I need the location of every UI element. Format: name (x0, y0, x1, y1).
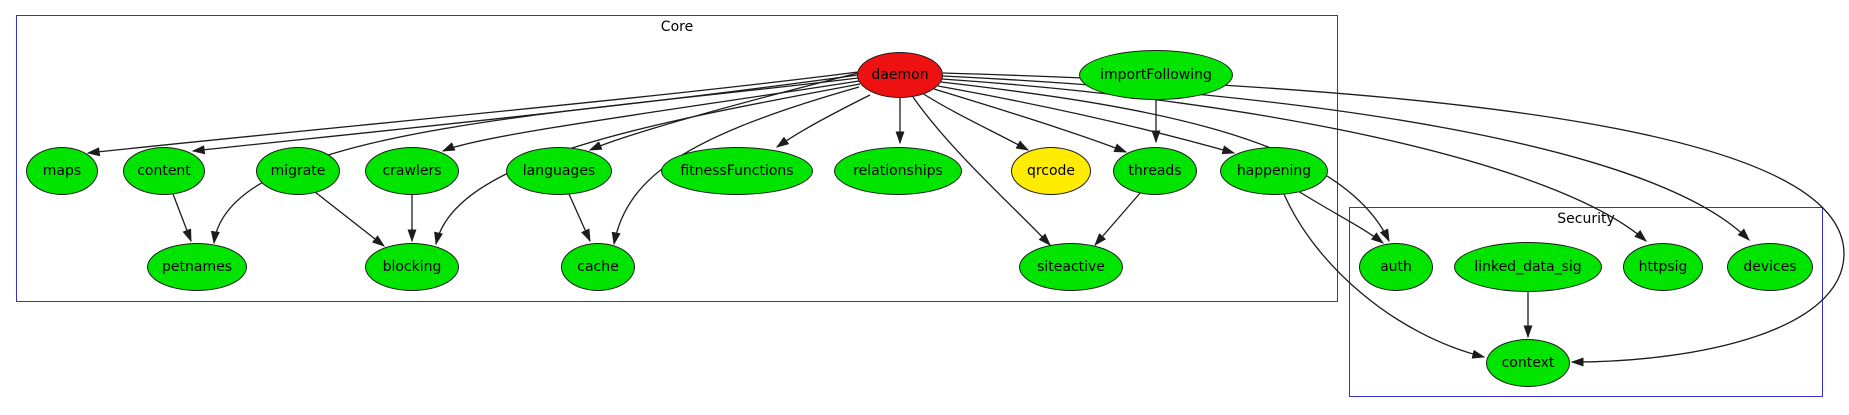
node-cache: cache (561, 243, 635, 291)
edge-daemon-to-siteactive (912, 96, 1051, 246)
node-qrcode: qrcode (1011, 147, 1091, 195)
node-devices: devices (1727, 243, 1813, 291)
edge-daemon-to-maps (86, 71, 859, 157)
cluster-label-security: Security (1557, 211, 1615, 227)
cluster-label-core: Core (660, 19, 694, 35)
edge-happening-to-auth (1297, 190, 1385, 244)
node-auth: auth (1359, 243, 1433, 291)
node-migrate: migrate (256, 147, 340, 195)
edge-daemon-to-qrcode (921, 92, 1030, 151)
edge-happening-to-context (1283, 193, 1486, 359)
node-crawlers: crawlers (365, 147, 459, 195)
edge-migrate-to-blocking (314, 191, 386, 247)
edge-daemon-to-languages (588, 72, 859, 151)
node-blocking: blocking (365, 243, 459, 291)
node-petnames: petnames (147, 243, 247, 291)
node-maps: maps (26, 147, 98, 195)
node-linked_data_sig: linked_data_sig (1454, 242, 1602, 292)
node-happening: happening (1220, 147, 1328, 195)
cluster-core: Core (16, 15, 1338, 302)
edge-daemon-to-crawlers (441, 80, 860, 152)
node-relationships: relationships (834, 147, 962, 195)
edge-daemon-to-content (191, 74, 859, 155)
node-languages: languages (506, 147, 612, 195)
edge-daemon-to-threads (933, 88, 1128, 153)
edge-threads-to-siteactive (1094, 191, 1142, 246)
node-daemon: daemon (857, 52, 943, 98)
node-content: content (123, 147, 205, 195)
node-fitnessFunctions: fitnessFunctions (661, 147, 813, 195)
node-threads: threads (1113, 147, 1197, 195)
edge-daemon-to-happening (937, 85, 1236, 155)
edge-daemon-to-httpsig (941, 78, 1647, 242)
edge-daemon-to-fitnessFunctions (775, 94, 871, 148)
edge-daemon-to-context (942, 72, 1845, 367)
edge-daemon-to-petnames (210, 77, 859, 245)
edge-daemon-to-auth (940, 81, 1390, 243)
edge-languages-to-cache (568, 193, 591, 243)
node-siteactive: siteactive (1019, 243, 1123, 291)
node-importFollowing: importFollowing (1079, 50, 1233, 100)
node-context: context (1486, 339, 1570, 387)
edge-content-to-petnames (172, 193, 192, 243)
cluster-security: Security (1349, 207, 1823, 397)
node-httpsig: httpsig (1623, 243, 1703, 291)
